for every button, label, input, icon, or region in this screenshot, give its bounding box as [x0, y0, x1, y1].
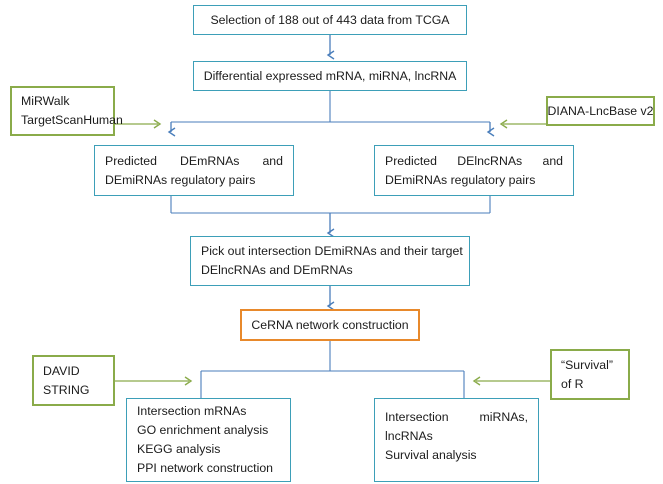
node-predicted-demrnas-line2: DEmiRNAs regulatory pairs — [105, 172, 256, 187]
node-cerna-text: CeRNA network construction — [251, 317, 409, 332]
node-mirwalk-targetscanhuman: MiRWalk TargetScanHuman — [10, 86, 123, 136]
connector-cerna-to-bottom-split — [200, 341, 465, 399]
node-predicted-demrnas-line1: Predicted DEmRNAs and — [105, 153, 283, 168]
node-survival-of-r: “Survival” of R — [550, 349, 630, 400]
node-pick-out-intersection: Pick out intersection DEmiRNAs and their… — [190, 236, 470, 286]
node-pick-out-line2: DElncRNAs and DEmRNAs — [201, 263, 353, 277]
node-differential-expressed: Differential expressed mRNA, miRNA, lncR… — [193, 61, 467, 91]
node-diana-lncbase: DIANA-LncBase v2 — [546, 96, 655, 126]
node-mirwalk-line2: TargetScanHuman — [21, 113, 123, 127]
connector-differential-to-split — [167, 91, 495, 137]
node-mirwalk-line1: MiRWalk — [21, 94, 70, 108]
node-diana-lncbase-text: DIANA-LncBase v2 — [547, 103, 654, 118]
node-mrna-analysis: Intersection mRNAs GO enrichment analysi… — [126, 398, 291, 482]
node-mrna-analysis-line3: KEGG analysis — [137, 442, 221, 456]
node-predicted-delncrnas: Predicted DElncRNAs and DEmiRNAs regulat… — [374, 145, 574, 196]
node-survival-line2: of R — [561, 376, 584, 391]
node-survival-line1: “Survival” — [561, 357, 613, 372]
node-mrna-analysis-line2: GO enrichment analysis — [137, 423, 269, 437]
node-mirna-analysis-line2: lncRNAs — [385, 429, 433, 443]
node-david-line2: STRING — [43, 382, 90, 397]
node-mrna-analysis-line1: Intersection mRNAs — [137, 404, 247, 418]
node-selection-text: Selection of 188 out of 443 data from TC… — [210, 12, 450, 27]
node-mrna-analysis-line4: PPI network construction — [137, 461, 274, 475]
node-cerna-network-construction: CeRNA network construction — [240, 309, 420, 341]
node-david-string: DAVID STRING — [32, 355, 115, 406]
node-mirna-lncrna-analysis: Intersection miRNAs, lncRNAs Survival an… — [374, 398, 539, 482]
connector-predicted-merge — [170, 196, 491, 238]
node-mirna-analysis-line3: Survival analysis — [385, 448, 477, 462]
node-pick-out-line1: Pick out intersection DEmiRNAs and their… — [201, 244, 463, 258]
node-mirna-analysis-line1: Intersection miRNAs, — [385, 410, 528, 424]
node-differential-expressed-text: Differential expressed mRNA, miRNA, lncR… — [203, 68, 457, 83]
node-selection: Selection of 188 out of 443 data from TC… — [193, 5, 467, 35]
node-predicted-delncrnas-line1: Predicted DElncRNAs and — [385, 153, 563, 168]
node-predicted-demrnas: Predicted DEmRNAs and DEmiRNAs regulator… — [94, 145, 294, 196]
node-david-line1: DAVID — [43, 363, 80, 378]
node-predicted-delncrnas-line2: DEmiRNAs regulatory pairs — [385, 172, 536, 187]
